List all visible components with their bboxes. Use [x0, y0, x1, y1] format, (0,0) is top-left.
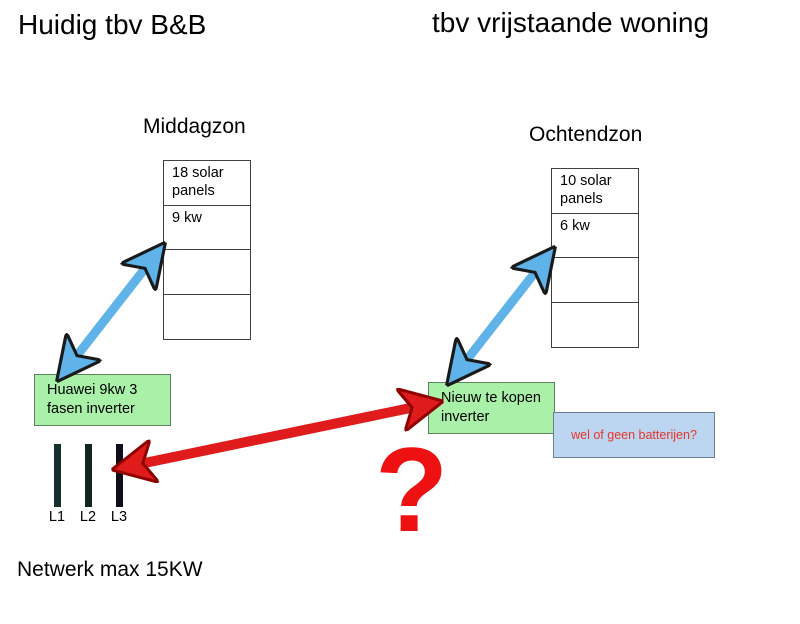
phase-bar-l1 — [54, 444, 61, 507]
table-row — [164, 250, 250, 295]
solar-panel-table-left: 18 solar panels 9 kw — [163, 160, 251, 340]
table-row: 6 kw — [552, 214, 638, 258]
question-mark-annotation: ? — [375, 423, 449, 557]
page-title-left: Huidig tbv B&B — [18, 9, 207, 40]
network-max-note: Netwerk max 15KW — [17, 558, 203, 581]
subtitle-ochtendzon: Ochtendzon — [529, 123, 643, 146]
phase-bar-l2 — [85, 444, 92, 507]
table-row — [164, 295, 250, 339]
double-arrow-icon-left — [72, 262, 150, 362]
inverter-box-new: Nieuw te kopen inverter — [428, 382, 555, 434]
table-row — [552, 303, 638, 347]
phase-label-l3: L3 — [110, 509, 128, 525]
table-row — [552, 258, 638, 303]
inverter-box-existing: Huawei 9kw 3 fasen inverter — [34, 374, 171, 426]
phase-label-l1: L1 — [48, 509, 66, 525]
table-row: 10 solar panels — [552, 169, 638, 214]
phase-label-l2: L2 — [79, 509, 97, 525]
subtitle-middagzon: Middagzon — [143, 115, 246, 138]
table-row: 18 solar panels — [164, 161, 250, 206]
page-title-right: tbv vrijstaande woning — [432, 7, 710, 38]
battery-question-box: wel of geen batterijen? — [553, 412, 715, 458]
solar-panel-table-right: 10 solar panels 6 kw — [551, 168, 639, 348]
double-arrow-icon-right — [462, 266, 540, 366]
table-row: 9 kw — [164, 206, 250, 250]
phase-bar-l3 — [116, 444, 123, 507]
